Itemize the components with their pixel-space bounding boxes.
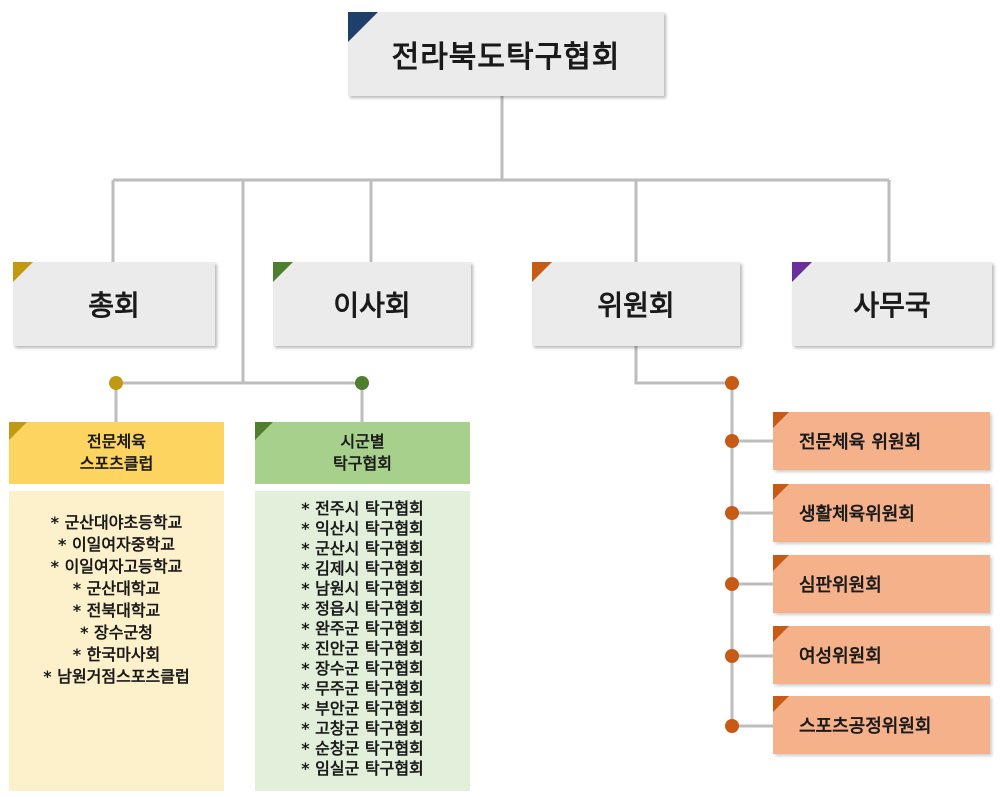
list-item: * 진안군 탁구협회 bbox=[301, 639, 424, 658]
clubs-title-line2: 스포츠클럽 bbox=[79, 454, 154, 473]
committee-box-3: 심판위원회 bbox=[773, 555, 990, 613]
committee-label: 여성위원회 bbox=[799, 646, 882, 667]
clubs-header: 전문체육 스포츠클럽 bbox=[9, 422, 224, 484]
dept-isahoe: 이사회 bbox=[273, 262, 471, 346]
clubs-corner-accent bbox=[9, 422, 27, 440]
list-item: * 정읍시 탁구협회 bbox=[301, 599, 424, 618]
root-title: 전라북도탁구협회 bbox=[391, 40, 621, 75]
node-dot-committee-1 bbox=[725, 434, 739, 448]
city-list: * 전주시 탁구협회 * 익산시 탁구협회 * 군산시 탁구협회 * 김제시 탁… bbox=[255, 491, 470, 791]
committee-corner-accent bbox=[773, 555, 789, 571]
list-item: * 군산시 탁구협회 bbox=[301, 539, 424, 558]
dept-corner-accent bbox=[792, 262, 812, 282]
committee-label: 심판위원회 bbox=[799, 575, 882, 596]
list-item: * 전주시 탁구협회 bbox=[301, 499, 424, 518]
dept-label: 위원회 bbox=[597, 289, 675, 322]
list-item: * 군산대학교 bbox=[72, 579, 161, 598]
dept-label: 이사회 bbox=[333, 289, 411, 322]
list-item: * 장수군 탁구협회 bbox=[301, 659, 424, 678]
dept-corner-accent bbox=[273, 262, 293, 282]
dept-corner-accent bbox=[13, 262, 33, 282]
committee-label: 생활체육위원회 bbox=[799, 504, 915, 525]
committee-corner-accent bbox=[773, 626, 789, 642]
dept-corner-accent bbox=[532, 262, 552, 282]
list-item: * 익산시 탁구협회 bbox=[301, 519, 424, 538]
root-corner-accent bbox=[348, 12, 378, 42]
committee-box-5: 스포츠공정위원회 bbox=[773, 696, 990, 754]
list-item: * 이일여자중학교 bbox=[58, 535, 175, 554]
list-item: * 김제시 탁구협회 bbox=[301, 559, 424, 578]
node-dot-committee-4 bbox=[725, 649, 739, 663]
list-item: * 장수군청 bbox=[80, 623, 153, 642]
committee-box-1: 전문체육 위원회 bbox=[773, 412, 990, 470]
list-item: * 순창군 탁구협회 bbox=[301, 739, 424, 758]
city-title-line2: 탁구협회 bbox=[333, 454, 392, 473]
committee-corner-accent bbox=[773, 696, 789, 712]
city-corner-accent bbox=[255, 422, 273, 440]
node-dot-city bbox=[355, 376, 369, 390]
dept-wiwonhoe: 위원회 bbox=[532, 262, 740, 346]
root-node: 전라북도탁구협회 bbox=[348, 12, 664, 96]
list-item: * 이일여자고등학교 bbox=[50, 557, 183, 576]
committee-label: 스포츠공정위원회 bbox=[799, 716, 932, 737]
list-item: * 남원거점스포츠클럽 bbox=[43, 667, 190, 686]
list-item: * 무주군 탁구협회 bbox=[301, 679, 424, 698]
node-dot-committee-top bbox=[725, 376, 739, 390]
city-title-line1: 시군별 bbox=[340, 432, 385, 451]
committee-label: 전문체육 위원회 bbox=[799, 432, 922, 453]
list-item: * 한국마사회 bbox=[72, 645, 161, 664]
node-dot-committee-5 bbox=[725, 719, 739, 733]
dept-samuguk: 사무국 bbox=[792, 262, 992, 346]
list-item: * 고창군 탁구협회 bbox=[301, 719, 424, 738]
dept-chonghoe: 총회 bbox=[13, 262, 215, 346]
list-item: * 임실군 탁구협회 bbox=[301, 759, 424, 778]
dept-label: 총회 bbox=[88, 289, 140, 322]
committee-box-2: 생활체육위원회 bbox=[773, 484, 990, 542]
clubs-list: * 군산대야초등학교 * 이일여자중학교 * 이일여자고등학교 * 군산대학교 … bbox=[9, 491, 224, 791]
clubs-title-line1: 전문체육 bbox=[87, 432, 146, 451]
wiwonhoe-branch bbox=[634, 346, 732, 385]
list-item: * 완주군 탁구협회 bbox=[301, 619, 424, 638]
committee-box-4: 여성위원회 bbox=[773, 626, 990, 684]
list-item: * 전북대학교 bbox=[72, 601, 161, 620]
list-item: * 남원시 탁구협회 bbox=[301, 579, 424, 598]
list-item: * 부안군 탁구협회 bbox=[301, 699, 424, 718]
committee-corner-accent bbox=[773, 412, 789, 428]
city-header: 시군별 탁구협회 bbox=[255, 422, 470, 484]
node-dot-committee-3 bbox=[725, 577, 739, 591]
node-dot-committee-2 bbox=[725, 506, 739, 520]
list-item: * 군산대야초등학교 bbox=[50, 513, 183, 532]
node-dot-clubs bbox=[109, 376, 123, 390]
dept-label: 사무국 bbox=[853, 289, 931, 322]
committee-corner-accent bbox=[773, 484, 789, 500]
